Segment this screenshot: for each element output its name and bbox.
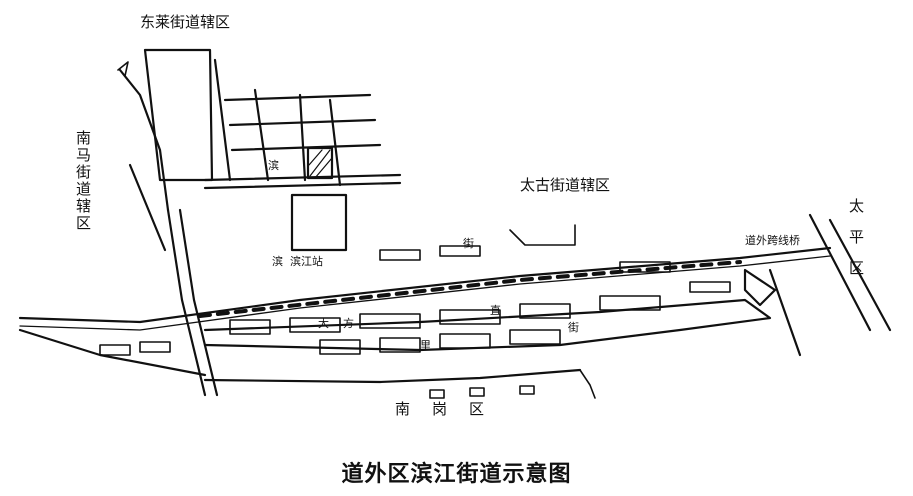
- map-text-bin-west: 滨: [272, 255, 283, 268]
- southwest-road: [18, 328, 207, 377]
- map-text-jie2: 街: [568, 321, 579, 334]
- district-label-nangang: 南岗区: [395, 400, 507, 418]
- map-text-li: 里: [420, 339, 431, 352]
- overpass-label: 道外跨线桥: [745, 234, 800, 247]
- main-road-west-2: [178, 208, 219, 397]
- north-block: [143, 48, 214, 182]
- map-caption: 道外区滨江街道示意图: [341, 461, 572, 487]
- north-cross-road: [203, 173, 402, 190]
- map-text-jie: 街: [463, 237, 474, 250]
- hatched-block: [306, 146, 334, 180]
- north-road: [213, 58, 342, 187]
- district-label-dongyu: 东莱街道辖区: [140, 13, 231, 31]
- south-road: [203, 368, 582, 384]
- middle-block: [290, 193, 348, 252]
- railway-line-2: [19, 255, 831, 331]
- north-west-road: [118, 68, 170, 212]
- east-road-2: [808, 213, 872, 332]
- north-grid: [223, 93, 382, 152]
- district-label-nanma: 南马街道辖区: [74, 130, 92, 232]
- taigu-marker: [509, 224, 576, 246]
- railway-dash: [198, 260, 742, 318]
- district-label-taiping: 太平区: [847, 198, 865, 291]
- district-label-taigu: 太古街道辖区: [520, 176, 611, 194]
- north-arrow: [117, 61, 129, 77]
- west-diag-road: [128, 163, 167, 252]
- map-text-fang: 方: [343, 317, 354, 330]
- station-label: 滨江站: [290, 255, 323, 268]
- east-road-1: [768, 268, 802, 357]
- map-text-da: 大: [318, 317, 329, 330]
- map-text-bin-north: 滨: [268, 159, 279, 172]
- main-road-west: [166, 208, 207, 397]
- hatch: [308, 149, 333, 179]
- railway-line: [18, 246, 832, 324]
- east-road-3: [828, 218, 892, 332]
- overpass-bridge: [743, 268, 777, 307]
- map-text-zhi: 直: [490, 304, 501, 317]
- south-road-stub: [579, 369, 596, 399]
- district-map: [18, 48, 892, 399]
